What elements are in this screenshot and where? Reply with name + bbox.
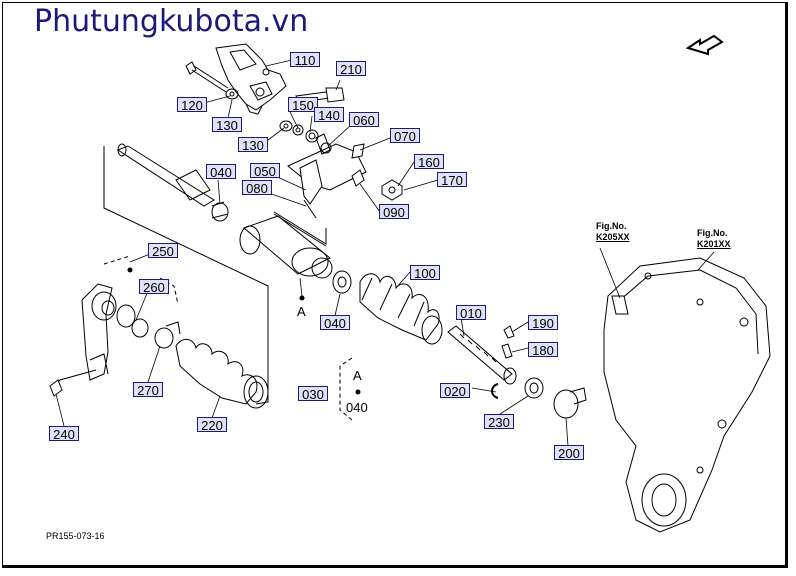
callout-070[interactable]: 070: [390, 128, 420, 144]
callout-190[interactable]: 190: [528, 315, 558, 331]
callout-130-b[interactable]: 130: [238, 137, 268, 153]
callout-100[interactable]: 100: [410, 265, 440, 281]
callout-160[interactable]: 160: [414, 154, 444, 170]
fig-ref-k205-label: Fig.No.: [596, 221, 627, 231]
boot-220: [175, 339, 269, 409]
marker-dot-a: [299, 295, 305, 301]
callout-040-b[interactable]: 040: [320, 315, 350, 331]
fig-ref-k205-code[interactable]: K205XX: [596, 232, 630, 242]
fig-ref-k201[interactable]: Fig.No. K201XX: [697, 228, 731, 250]
callout-110[interactable]: 110: [290, 52, 320, 68]
callout-030[interactable]: 030: [298, 386, 328, 402]
callout-040-a[interactable]: 040: [206, 164, 236, 180]
direction-arrow-icon: [685, 34, 724, 56]
callout-270[interactable]: 270: [133, 382, 163, 398]
callout-080[interactable]: 080: [242, 180, 272, 196]
callout-220[interactable]: 220: [197, 417, 227, 433]
washers: [279, 120, 319, 143]
site-title[interactable]: Phutungkubota.vn: [34, 4, 309, 39]
marker-a-group: A: [353, 368, 362, 383]
fig-ref-k205[interactable]: Fig.No. K205XX: [596, 221, 630, 243]
clamp-200: [553, 387, 587, 419]
rack-010: [447, 325, 517, 385]
pitman-arm: [49, 283, 136, 397]
callout-230[interactable]: 230: [484, 414, 514, 430]
pins-190-180: [501, 325, 515, 359]
fig-ref-k201-code[interactable]: K201XX: [697, 239, 731, 249]
callout-170[interactable]: 170: [437, 172, 467, 188]
callout-050[interactable]: 050: [250, 163, 280, 179]
gearbox-housing: [239, 159, 333, 279]
reference-code: PR155-073-16: [46, 531, 105, 541]
callout-150[interactable]: 150: [288, 97, 318, 113]
callout-180[interactable]: 180: [528, 342, 558, 358]
group-bracket-250: [103, 255, 179, 305]
marker-a-main: A: [297, 304, 306, 319]
bracket-assembly: [215, 43, 287, 115]
washer-230: [524, 377, 544, 399]
guide-lines: [103, 146, 327, 405]
callout-020[interactable]: 020: [440, 383, 470, 399]
nut-160: [381, 179, 403, 201]
callout-060[interactable]: 060: [349, 112, 379, 128]
bushing-260: [131, 318, 149, 338]
clip-020: [491, 383, 499, 399]
callout-200[interactable]: 200: [554, 445, 584, 461]
marker-dot-250: [127, 267, 133, 273]
callout-210[interactable]: 210: [336, 61, 366, 77]
callout-260[interactable]: 260: [139, 279, 169, 295]
callout-140[interactable]: 140: [314, 107, 344, 123]
fig-ref-k201-label: Fig.No.: [697, 228, 728, 238]
steering-shaft: [116, 143, 215, 207]
boot-100: [359, 273, 443, 345]
callout-120[interactable]: 120: [177, 97, 207, 113]
callout-010[interactable]: 010: [456, 305, 486, 321]
callout-240[interactable]: 240: [49, 426, 79, 442]
group-bracket-030: [339, 357, 353, 421]
bushing-040-top: [211, 201, 229, 222]
marker-040-group: 040: [346, 400, 368, 415]
callout-090[interactable]: 090: [379, 204, 409, 220]
clamp-270: [154, 321, 181, 349]
callout-130-a[interactable]: 130: [212, 117, 242, 133]
marker-dot-group: [355, 389, 361, 395]
mounting-plate: [287, 133, 367, 191]
transmission-case: [603, 257, 771, 533]
diagram-frame: [2, 2, 788, 568]
bolt-120: [185, 61, 239, 100]
bushing-040-mid: [332, 270, 352, 294]
callout-250[interactable]: 250: [148, 243, 178, 259]
